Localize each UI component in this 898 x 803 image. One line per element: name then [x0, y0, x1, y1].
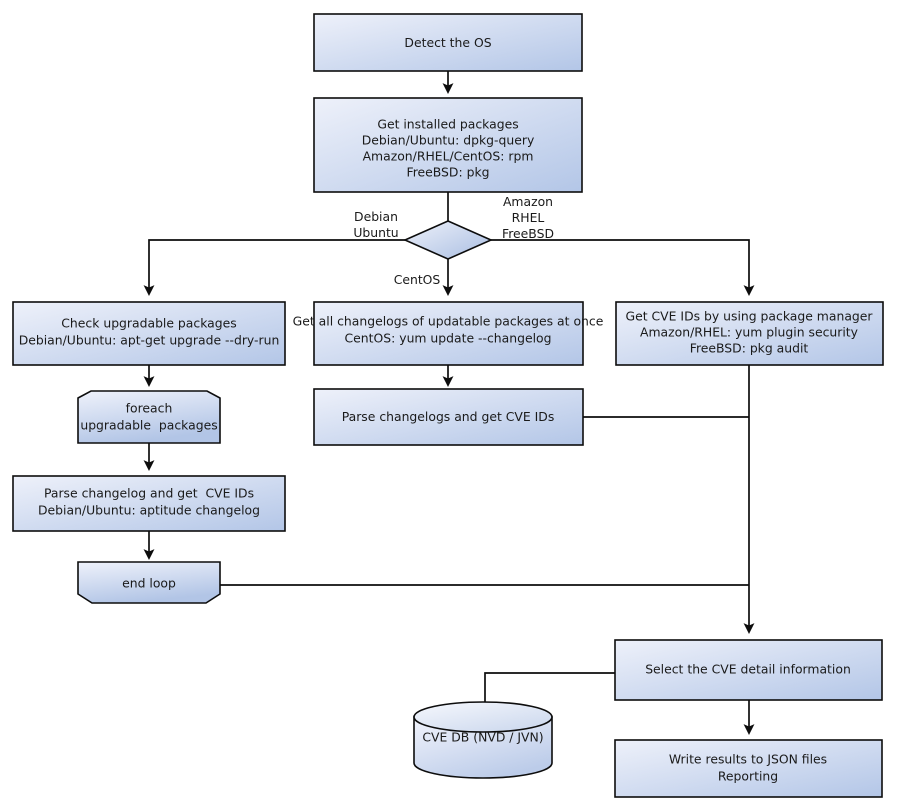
- node-get-installed-packages[interactable]: Get installed packages Debian/Ubuntu: dp…: [313, 97, 583, 193]
- foreach-loop-shape[interactable]: [77, 390, 221, 444]
- get-all-changelogs-line-2: CentOS: yum update --changelog: [345, 331, 552, 346]
- node-parse-changelogs-mid[interactable]: Parse changelogs and get CVE IDs: [313, 388, 584, 446]
- get-installed-packages-line-1: Get installed packages: [377, 117, 518, 132]
- cve-db-cylinder-body[interactable]: [413, 716, 553, 779]
- end-loop-shape[interactable]: [77, 561, 221, 604]
- get-cve-ids-pm-line-3: FreeBSD: pkg audit: [690, 341, 809, 356]
- foreach-line-2: upgradable packages: [80, 418, 217, 433]
- check-upgradable-line-2: Debian/Ubuntu: apt-get upgrade --dry-run: [19, 333, 280, 348]
- detect-the-os-label: Detect the OS: [404, 35, 491, 50]
- branch-label-right: Amazon RHEL FreeBSD: [502, 194, 554, 241]
- get-all-changelogs-box[interactable]: [313, 301, 584, 366]
- branch-right-line-3: FreeBSD: [502, 226, 554, 241]
- node-select-cve-detail[interactable]: Select the CVE detail information: [614, 639, 883, 701]
- parse-changelog-left-box[interactable]: [12, 475, 286, 532]
- node-os-decision[interactable]: [403, 220, 493, 260]
- node-get-all-changelogs[interactable]: Get all changelogs of updatable packages…: [293, 301, 604, 366]
- node-get-cve-ids-by-package-manager[interactable]: Get CVE IDs by using package manager Ama…: [615, 301, 884, 366]
- parse-changelog-left-line-1: Parse changelog and get CVE IDs: [44, 486, 254, 501]
- check-upgradable-packages-box[interactable]: [12, 301, 286, 366]
- select-cve-detail-box[interactable]: [614, 639, 883, 701]
- foreach-line-1: foreach: [126, 401, 173, 416]
- node-cve-db[interactable]: CVE DB (NVD / JVN): [413, 701, 553, 779]
- parse-changelogs-mid-box[interactable]: [313, 388, 584, 446]
- edge-decision-right-branch: [491, 239, 755, 296]
- branch-left-line-2: Ubuntu: [353, 225, 398, 240]
- cve-db-cylinder-top: [413, 701, 553, 733]
- get-installed-packages-line-4: FreeBSD: pkg: [406, 165, 489, 180]
- get-cve-ids-pm-line-1: Get CVE IDs by using package manager: [626, 309, 874, 324]
- node-detect-the-os[interactable]: Detect the OS: [313, 13, 583, 72]
- edge-decision-left-branch: [143, 239, 405, 296]
- write-results-box[interactable]: [614, 739, 883, 798]
- branch-left-line-1: Debian: [354, 209, 398, 224]
- get-installed-packages-box[interactable]: [313, 97, 583, 193]
- select-cve-detail-label: Select the CVE detail information: [645, 662, 851, 677]
- parse-changelogs-mid-label: Parse changelogs and get CVE IDs: [342, 409, 555, 424]
- node-write-results[interactable]: Write results to JSON files Reporting: [614, 739, 883, 798]
- edge-selectcve-to-cvedb: [484, 672, 615, 711]
- branch-right-line-2: RHEL: [512, 210, 545, 225]
- get-installed-packages-line-3: Amazon/RHEL/CentOS: rpm: [363, 149, 534, 164]
- write-results-line-1: Write results to JSON files: [669, 752, 827, 767]
- node-check-upgradable-packages[interactable]: Check upgradable packages Debian/Ubuntu:…: [12, 301, 286, 366]
- detect-the-os-box[interactable]: [313, 13, 583, 72]
- parse-changelog-left-line-2: Debian/Ubuntu: aptitude changelog: [38, 503, 260, 518]
- check-upgradable-line-1: Check upgradable packages: [61, 316, 236, 331]
- get-all-changelogs-line-1: Get all changelogs of updatable packages…: [293, 314, 604, 329]
- os-decision-diamond[interactable]: [403, 220, 493, 260]
- branch-down-line-1: CentOS: [394, 272, 441, 287]
- node-foreach-upgradable-packages[interactable]: foreach upgradable packages: [77, 390, 221, 444]
- end-loop-label: end loop: [122, 576, 176, 591]
- branch-label-down: CentOS: [394, 272, 441, 287]
- branch-label-left: Debian Ubuntu: [353, 209, 398, 240]
- node-parse-changelog-left[interactable]: Parse changelog and get CVE IDs Debian/U…: [12, 475, 286, 532]
- edges-layer: [143, 71, 755, 735]
- branch-right-line-1: Amazon: [503, 194, 553, 209]
- cve-db-label: CVE DB (NVD / JVN): [422, 730, 543, 745]
- node-end-loop[interactable]: end loop: [77, 561, 221, 604]
- get-cve-ids-pm-box[interactable]: [615, 301, 884, 366]
- get-installed-packages-line-2: Debian/Ubuntu: dpkg-query: [362, 133, 535, 148]
- get-cve-ids-pm-line-2: Amazon/RHEL: yum plugin security: [640, 325, 858, 340]
- write-results-line-2: Reporting: [718, 769, 778, 784]
